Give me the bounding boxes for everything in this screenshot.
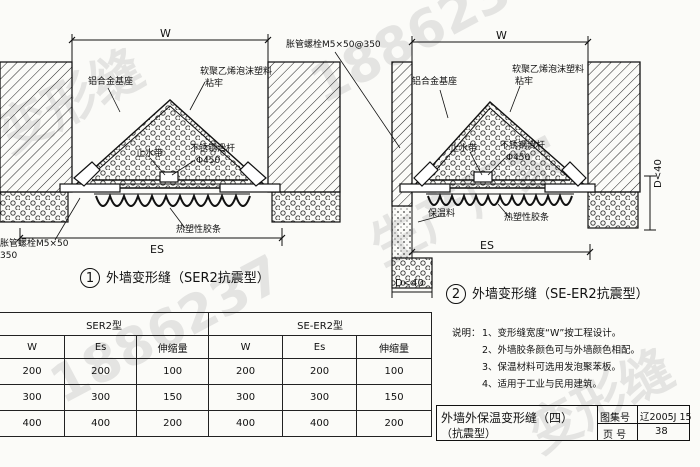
table-cell: 300 bbox=[282, 384, 358, 411]
table-cell: 200 bbox=[208, 358, 284, 385]
table-cell: 200 bbox=[356, 410, 432, 437]
table-cell: 200 bbox=[64, 358, 138, 385]
aluminum-base-label: 铝合金基座 bbox=[412, 77, 458, 87]
table-group-header: SER2型 bbox=[0, 312, 210, 336]
table-cell: 300 bbox=[0, 384, 66, 411]
spec-table: SER2型 SE-ER2型 W Es 伸缩量 W Es 伸缩量 200 200 … bbox=[0, 312, 432, 437]
table-cell: 400 bbox=[208, 410, 284, 437]
water-stop-label: 止水带 bbox=[136, 149, 164, 159]
notes-title: 说明： bbox=[452, 328, 481, 339]
steel-bar-label: 不锈钢滑杆 bbox=[190, 144, 236, 154]
atlas-number-label: 图集号 bbox=[600, 413, 630, 424]
table-cell: 100 bbox=[136, 358, 210, 385]
dimension-es-label: ES bbox=[150, 243, 164, 256]
dimension-w-label: W bbox=[160, 27, 171, 40]
dimension-w-label: W bbox=[496, 29, 507, 42]
foam-label: 软聚乙烯泡沫塑料 bbox=[512, 65, 585, 75]
table-cell: 200 bbox=[0, 358, 66, 385]
detail-1-title: 外墙变形缝（SER2抗震型） bbox=[106, 270, 270, 286]
title-block: 外墙外保温变形缝（四） （抗震型） 图集号 辽2005J 15 页 号 38 bbox=[436, 405, 692, 441]
drawing-subtitle: （抗震型） bbox=[441, 427, 496, 440]
table-cell: 300 bbox=[208, 384, 284, 411]
table-row: 200 200 100 200 200 100 bbox=[0, 358, 432, 385]
detail-2-drawing bbox=[334, 36, 656, 298]
steel-bar-label: 不锈钢滑杆 bbox=[500, 141, 546, 151]
detail-number-badge: 2 bbox=[446, 284, 466, 304]
detail-1-caption: 1 外墙变形缝（SER2抗震型） bbox=[80, 268, 270, 288]
dimension-d40-horizontal: D<40 bbox=[395, 278, 424, 289]
bolt-label: 胀管螺栓M5×50 bbox=[0, 239, 69, 249]
table-cell: 150 bbox=[136, 384, 210, 411]
table-cell: 400 bbox=[64, 410, 138, 437]
foam-label: 软聚乙烯泡沫塑料 bbox=[200, 67, 273, 77]
table-cell: 400 bbox=[282, 410, 358, 437]
insulation-label: 保温料 bbox=[428, 209, 456, 219]
table-cell: 100 bbox=[356, 358, 432, 385]
detail-number-badge: 1 bbox=[80, 268, 100, 288]
drawing-title: 外墙外保温变形缝（四） bbox=[441, 411, 574, 425]
note-item: 1、变形缝宽度“W”按工程设计。 bbox=[482, 328, 622, 339]
notes: 说明： 1、变形缝宽度“W”按工程设计。 2、外墙胶条颜色可与外墙颜色相配。 3… bbox=[452, 325, 640, 393]
table-header-cell: Es bbox=[64, 335, 138, 359]
table-cell: 150 bbox=[356, 384, 432, 411]
detail-1-drawing bbox=[0, 34, 341, 246]
thermoplastic-strip-label: 热塑性胶条 bbox=[504, 213, 550, 223]
note-item: 3、保温材料可选用发泡聚苯板。 bbox=[482, 362, 622, 373]
table-header-cell: W bbox=[208, 335, 284, 359]
page-number-value: 38 bbox=[655, 426, 668, 437]
dimension-es-label: ES bbox=[480, 239, 494, 252]
table-header-cell: 伸缩量 bbox=[356, 335, 432, 359]
table-cell: 200 bbox=[282, 358, 358, 385]
bolt-spacing-label: 350 bbox=[0, 251, 18, 261]
page-number-label: 页 号 bbox=[603, 430, 627, 441]
water-stop-label: 止水带 bbox=[450, 144, 478, 154]
table-header-cell: 伸缩量 bbox=[136, 335, 210, 359]
table-cell: 200 bbox=[136, 410, 210, 437]
detail-2-title: 外墙变形缝（SE-ER2抗震型） bbox=[472, 286, 649, 302]
table-row: 300 300 150 300 300 150 bbox=[0, 384, 432, 411]
table-header-cell: Es bbox=[282, 335, 358, 359]
atlas-number-value: 辽2005J 15 bbox=[640, 412, 692, 423]
dimension-d40-vertical: D<40 bbox=[653, 159, 664, 188]
thermoplastic-strip-label: 热塑性胶条 bbox=[176, 225, 222, 235]
aluminum-base-label: 铝合金基座 bbox=[88, 77, 134, 87]
table-group-header: SE-ER2型 bbox=[208, 312, 432, 336]
table-cell: 300 bbox=[64, 384, 138, 411]
table-cell: 400 bbox=[0, 410, 66, 437]
note-item: 2、外墙胶条颜色可与外墙颜色相配。 bbox=[482, 345, 641, 356]
foam-label-2: 粘牢 bbox=[205, 79, 224, 89]
steel-bar-dia-label: Φ450 bbox=[506, 153, 531, 163]
table-header-cell: W bbox=[0, 335, 66, 359]
bolt-top-label: 胀管螺栓M5×50@350 bbox=[286, 40, 381, 50]
note-item: 4、适用于工业与民用建筑。 bbox=[482, 379, 603, 390]
detail-2-caption: 2 外墙变形缝（SE-ER2抗震型） bbox=[446, 284, 649, 304]
steel-bar-dia-label: Φ450 bbox=[196, 156, 221, 166]
foam-label-2: 粘牢 bbox=[515, 77, 534, 87]
table-row: 400 400 200 400 400 200 bbox=[0, 410, 432, 437]
